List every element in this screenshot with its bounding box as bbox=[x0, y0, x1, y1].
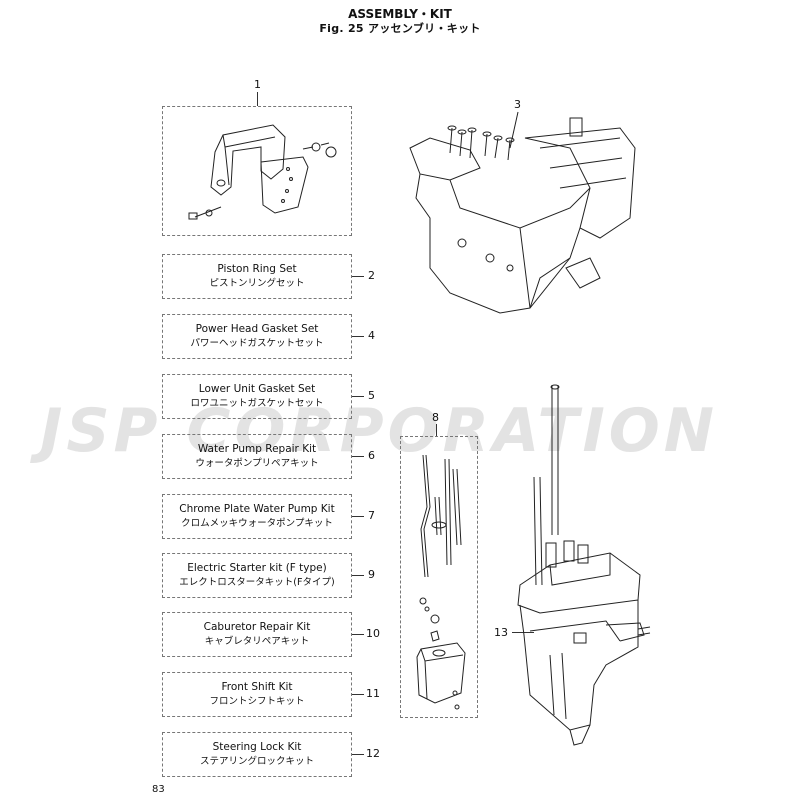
leader-13 bbox=[512, 632, 534, 633]
callout-9: 9 bbox=[368, 568, 375, 581]
kit-power-head-gasket-set: Power Head Gasket Set パワーヘッドガスケットセット bbox=[162, 314, 352, 359]
lower-unit-drawing bbox=[517, 384, 651, 746]
callout-8: 8 bbox=[432, 411, 439, 424]
callout-5: 5 bbox=[368, 389, 375, 402]
kit-label-jp: ステアリングロックキット bbox=[199, 756, 314, 767]
kit-label-jp: フロントシフトキット bbox=[209, 696, 305, 707]
kit-lower-unit-gasket-set: Lower Unit Gasket Set ロワユニットガスケットセット bbox=[162, 374, 352, 419]
kit-water-pump-repair-kit: Water Pump Repair Kit ウォータポンプリペアキット bbox=[162, 434, 352, 479]
leader-1 bbox=[257, 92, 258, 106]
kit-steering-lock-kit: Steering Lock Kit ステアリングロックキット bbox=[162, 732, 352, 777]
kit-label-en: Front Shift Kit bbox=[221, 681, 293, 693]
kit-front-shift-kit: Front Shift Kit フロントシフトキット bbox=[162, 672, 352, 717]
leader-4 bbox=[352, 336, 364, 337]
leader-9 bbox=[352, 575, 364, 576]
leader-7 bbox=[352, 516, 364, 517]
kit-label-jp: クロムメッキウォータポンプキット bbox=[181, 518, 333, 529]
callout-7: 7 bbox=[368, 509, 375, 522]
callout-2: 2 bbox=[368, 269, 375, 282]
water-pump-drawing bbox=[416, 454, 466, 710]
callout-1: 1 bbox=[254, 78, 261, 91]
page-title: ASSEMBLY・KIT bbox=[348, 7, 452, 21]
kit-caburetor-repair-kit: Caburetor Repair Kit キャブレタリペアキット bbox=[162, 612, 352, 657]
kit-label-en: Power Head Gasket Set bbox=[195, 323, 319, 335]
power-head-drawing bbox=[409, 111, 636, 314]
kit-label-en: Chrome Plate Water Pump Kit bbox=[179, 503, 335, 515]
leader-6 bbox=[352, 456, 364, 457]
bracket-kit-box bbox=[162, 106, 352, 236]
callout-3: 3 bbox=[514, 98, 521, 111]
leader-8 bbox=[436, 424, 437, 436]
callout-13: 13 bbox=[494, 626, 508, 639]
kit-label-jp: ロワユニットガスケットセット bbox=[190, 398, 324, 409]
kit-label-jp: ピストンリングセット bbox=[209, 278, 305, 289]
page-number: 83 bbox=[152, 784, 165, 795]
kit-label-jp: パワーヘッドガスケットセット bbox=[190, 338, 324, 349]
kit-label-en: Electric Starter kit (F type) bbox=[187, 562, 327, 574]
kit-label-jp: ウォータポンプリペアキット bbox=[195, 458, 319, 469]
leader-11 bbox=[352, 694, 364, 695]
leader-10 bbox=[352, 634, 364, 635]
kit-label-en: Water Pump Repair Kit bbox=[197, 443, 317, 455]
leader-5 bbox=[352, 396, 364, 397]
kit-chrome-plate-water-pump-kit: Chrome Plate Water Pump Kit クロムメッキウォータポン… bbox=[162, 494, 352, 539]
leader-2 bbox=[352, 276, 364, 277]
kit-label-jp: エレクトロスタータキット(Fタイプ) bbox=[179, 577, 335, 588]
kit-electric-starter-kit: Electric Starter kit (F type) エレクトロスタータキ… bbox=[162, 553, 352, 598]
callout-11: 11 bbox=[366, 687, 380, 700]
callout-6: 6 bbox=[368, 449, 375, 462]
figure-subtitle: Fig. 25 アッセンブリ・キット bbox=[319, 22, 481, 35]
kit-piston-ring-set: Piston Ring Set ピストンリングセット bbox=[162, 254, 352, 299]
kit-label-en: Piston Ring Set bbox=[217, 263, 297, 275]
water-pump-kit-box bbox=[400, 436, 478, 718]
kit-label-en: Caburetor Repair Kit bbox=[203, 621, 311, 633]
kit-label-jp: キャブレタリペアキット bbox=[204, 636, 310, 647]
callout-12: 12 bbox=[366, 747, 380, 760]
callout-10: 10 bbox=[366, 627, 380, 640]
kit-label-en: Steering Lock Kit bbox=[212, 741, 302, 753]
callout-4: 4 bbox=[368, 329, 375, 342]
watermark: JSP CORPORATION bbox=[40, 396, 718, 466]
bracket-drawing bbox=[188, 124, 337, 220]
kit-label-en: Lower Unit Gasket Set bbox=[198, 383, 316, 395]
leader-12 bbox=[352, 754, 364, 755]
